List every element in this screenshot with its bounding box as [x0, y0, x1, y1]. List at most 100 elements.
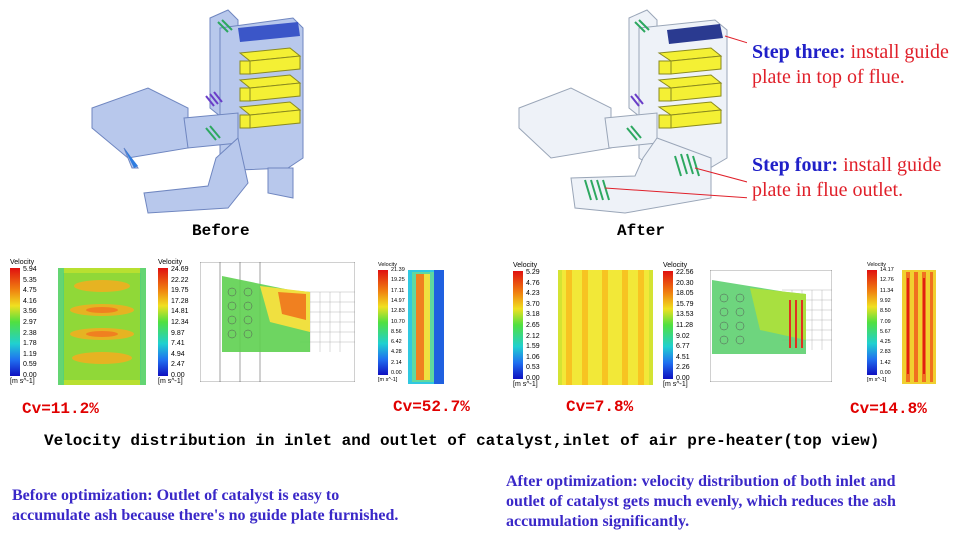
step-four-heading: Step four:: [752, 154, 839, 176]
colorbar-title: Velocity: [158, 259, 183, 266]
colorbar-tick-label: 4.28: [391, 349, 402, 356]
colorbar-title: Velocity: [10, 259, 35, 266]
step-three-text: install guide plate in top of flue.: [752, 41, 949, 88]
colorbar-tick-label: 4.94: [171, 350, 185, 358]
colorbar-tick-label: 4.76: [526, 279, 540, 287]
velocity-distribution-caption: Velocity distribution in inlet and outle…: [44, 432, 880, 450]
colorbar-tick-label: 17.28: [171, 297, 189, 305]
colorbar-tick-label: 12.83: [391, 308, 405, 315]
colorbar-title: Velocity: [513, 262, 538, 269]
before-boiler-diagram: [91, 9, 304, 214]
colorbar-tick-label: 19.25: [391, 277, 405, 284]
colorbar-tick-label: 4.75: [23, 287, 37, 295]
colorbar-tick-label: 15.79: [676, 300, 694, 308]
colorbar-tick-label: 0.00: [676, 375, 690, 382]
colorbar-tick-label: 6.77: [676, 343, 690, 351]
colorbar-tick-label: 3.70: [526, 300, 540, 308]
colorbar-tick-label: 17.11: [391, 287, 405, 294]
colorbar-tick-label: 4.23: [526, 290, 540, 298]
colorbar-unit: [m s^-1]: [158, 378, 183, 385]
colorbar-tick-label: 2.12: [526, 332, 540, 340]
colorbar-gradient: [10, 268, 20, 376]
before-label: Before: [192, 222, 250, 240]
before-catalyst-inlet-plot: [58, 268, 146, 385]
colorbar-tick-label: 2.38: [23, 329, 37, 337]
colorbar-tick-label: 4.16: [23, 297, 37, 305]
colorbar-tick-label: 9.87: [171, 329, 185, 337]
step-three-callout: Step three: install guide plate in top o…: [752, 40, 952, 90]
colorbar-tick-label: 0.00: [23, 372, 37, 379]
colorbar-title: Velocity: [663, 262, 688, 269]
colorbar-tick-label: 8.50: [880, 308, 891, 315]
colorbar-tick-label: 0.00: [880, 370, 891, 376]
colorbar-tick-label: 5.35: [23, 276, 37, 284]
colorbar-tick-label: 4.25: [880, 339, 891, 346]
colorbar-gradient: [663, 271, 673, 379]
colorbar-tick-label: 3.18: [526, 311, 540, 319]
after-catalyst-inlet-plot: [558, 270, 653, 385]
colorbar-tick-label: 13.53: [676, 311, 694, 319]
colorbar-tick-label: 22.22: [171, 276, 189, 284]
colorbar-unit: [m s^-1]: [663, 381, 688, 388]
after-air-preheater-inlet-plot: [902, 270, 936, 384]
colorbar-tick-label: 1.42: [880, 359, 891, 366]
colorbar-tick-label: 2.47: [171, 361, 185, 369]
after-boiler-diagram: [518, 9, 747, 214]
after-catalyst-outlet-plot: [710, 270, 832, 382]
colorbar-tick-label: 9.02: [676, 332, 690, 340]
colorbar-gradient: [867, 270, 877, 375]
colorbar-unit: [m s^-1]: [378, 377, 398, 383]
before-catalyst-outlet-plot: [200, 262, 355, 382]
step-four-text: install guide plate in flue outlet.: [752, 154, 942, 201]
after-optimization-note: After optimization: velocity distributio…: [506, 473, 896, 530]
colorbar-tick-label: 21.39: [391, 267, 405, 273]
colorbar-tick-label: 14.17: [880, 267, 894, 273]
colorbar-tick-label: 1.19: [23, 350, 37, 358]
colorbar-tick-label: 7.09: [880, 318, 891, 325]
colorbar-unit: [m s^-1]: [513, 381, 538, 388]
cv-before-air-preheater: Cv=52.7%: [393, 398, 470, 416]
colorbar-tick-label: 8.56: [391, 328, 402, 335]
after-label: After: [617, 222, 666, 240]
colorbar-tick-label: 0.00: [171, 372, 185, 379]
before-air-preheater-inlet-plot: [408, 270, 444, 384]
colorbar-tick-label: 24.69: [171, 266, 189, 273]
colorbar-title: Velocity: [378, 262, 397, 268]
colorbar-tick-label: 5.29: [526, 269, 540, 276]
colorbar-gradient: [513, 271, 523, 379]
step-three-heading: Step three:: [752, 41, 846, 63]
colorbar-tick-label: 2.97: [23, 319, 37, 326]
colorbar-tick-label: 0.00: [526, 375, 540, 382]
colorbar-tick-label: 9.92: [880, 297, 891, 304]
colorbar-tick-label: 11.34: [880, 287, 894, 294]
colorbar-tick-label: 12.34: [171, 319, 189, 326]
colorbar-tick-label: 1.78: [23, 340, 37, 348]
colorbar-tick-label: 2.83: [880, 349, 891, 356]
colorbar-tick-label: 4.51: [676, 353, 690, 361]
colorbar-tick-label: 12.76: [880, 277, 894, 284]
colorbar-tick-label: 18.05: [676, 290, 694, 298]
colorbar-tick-label: 10.70: [391, 318, 405, 325]
colorbar-tick-label: 22.56: [676, 269, 694, 276]
colorbar-tick-label: 7.41: [171, 340, 185, 348]
colorbar-tick-label: 2.14: [391, 359, 402, 366]
cv-after-catalyst: Cv=7.8%: [566, 398, 634, 416]
colorbar-tick-label: 2.26: [676, 364, 690, 372]
colorbar-tick-label: 19.75: [171, 287, 189, 295]
cv-before-catalyst: Cv=11.2%: [22, 400, 99, 418]
colorbar-tick-label: 14.81: [171, 308, 189, 316]
colorbar-tick-label: 5.94: [23, 266, 37, 273]
colorbar-tick-label: 0.53: [526, 364, 540, 372]
colorbar-tick-label: 0.59: [23, 361, 37, 369]
colorbar-tick-label: 11.28: [676, 322, 693, 329]
colorbar-tick-label: 0.00: [391, 370, 402, 376]
colorbar-unit: [m s^-1]: [867, 377, 887, 383]
cv-after-air-preheater: Cv=14.8%: [850, 400, 927, 418]
colorbar-gradient: [158, 268, 168, 376]
colorbar-tick-label: 2.65: [526, 322, 540, 329]
